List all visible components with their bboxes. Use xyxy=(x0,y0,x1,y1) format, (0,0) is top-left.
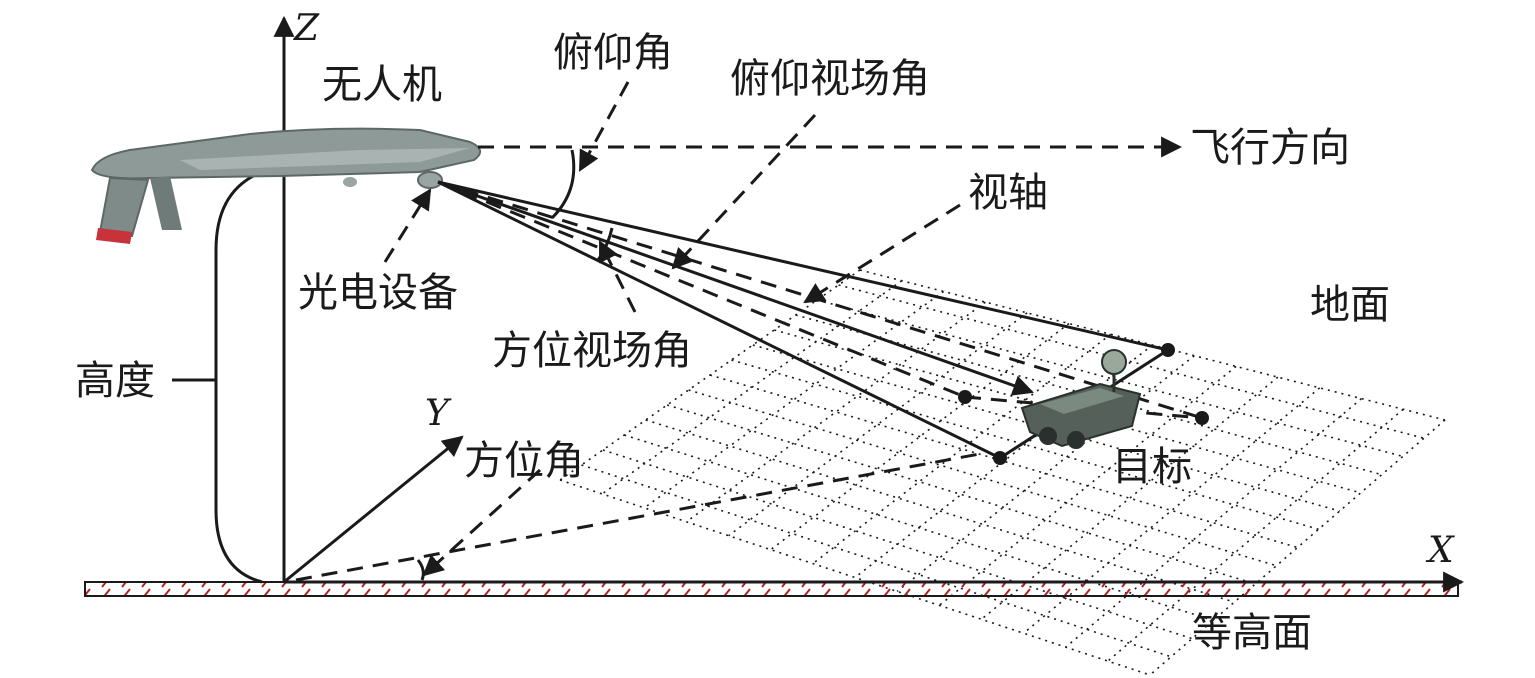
boresight-leader xyxy=(803,203,961,304)
ground-grid-row xyxy=(688,389,1277,567)
target-label: 目标 xyxy=(1112,444,1192,490)
azimuth-fov-label: 方位视场角 xyxy=(492,328,692,374)
ground-grid xyxy=(559,269,1446,676)
boresight-label: 视轴 xyxy=(968,170,1048,216)
azimuth-fov-leader xyxy=(598,240,637,313)
pitch-angle-arc xyxy=(550,149,576,220)
ground-grid-col xyxy=(980,376,1279,620)
pitch-fov-leader xyxy=(671,113,817,270)
y-axis-label: Y xyxy=(425,393,452,434)
iso-height-plane xyxy=(84,581,1459,597)
ground-grid-col xyxy=(1149,419,1446,676)
ground-grid-col xyxy=(1023,387,1321,634)
pitch-fov-label: 俯仰视场角 xyxy=(730,56,930,102)
ground-grid-row xyxy=(645,419,1235,603)
azimuth-dash-line xyxy=(295,451,986,582)
height-bracket xyxy=(214,170,263,584)
ground-grid-col xyxy=(938,365,1237,606)
azimuth-angle-label: 方位角 xyxy=(464,438,584,484)
x-axis-label: X xyxy=(1425,530,1455,571)
pitch-angle-leader xyxy=(578,81,630,172)
target-vehicle xyxy=(1020,349,1142,449)
ground-grid-row xyxy=(838,284,1425,439)
azimuth-angle-leader xyxy=(422,468,542,577)
uav-illustration xyxy=(90,127,481,244)
field-of-view xyxy=(437,180,1209,465)
ground-grid-row xyxy=(624,434,1214,622)
ground-grid-row xyxy=(816,299,1404,458)
ground-grid-row xyxy=(666,404,1256,585)
azimuth-angle-arc xyxy=(416,559,425,581)
uav-label: 无人机 xyxy=(322,62,442,108)
ground-grid-col xyxy=(685,301,986,523)
eo-device-label: 光电设备 xyxy=(298,270,458,316)
iso-plane-label: 等高面 xyxy=(1192,610,1312,656)
flight-direction-label: 飞行方向 xyxy=(1190,125,1350,171)
ground-grid-col xyxy=(1065,397,1362,648)
ground-grid-row xyxy=(559,479,1151,676)
ground-grid-col xyxy=(1107,408,1404,662)
z-axis-label: Z xyxy=(293,8,320,49)
eo-device-leader xyxy=(383,188,432,263)
y-axis xyxy=(283,435,464,584)
ground-grid-col xyxy=(896,355,1195,593)
pitch-angle-label: 俯仰角 xyxy=(553,30,673,76)
height-label: 高度 xyxy=(75,358,155,404)
ground-grid-row xyxy=(602,449,1193,640)
ground-label: 地面 xyxy=(1310,282,1390,328)
